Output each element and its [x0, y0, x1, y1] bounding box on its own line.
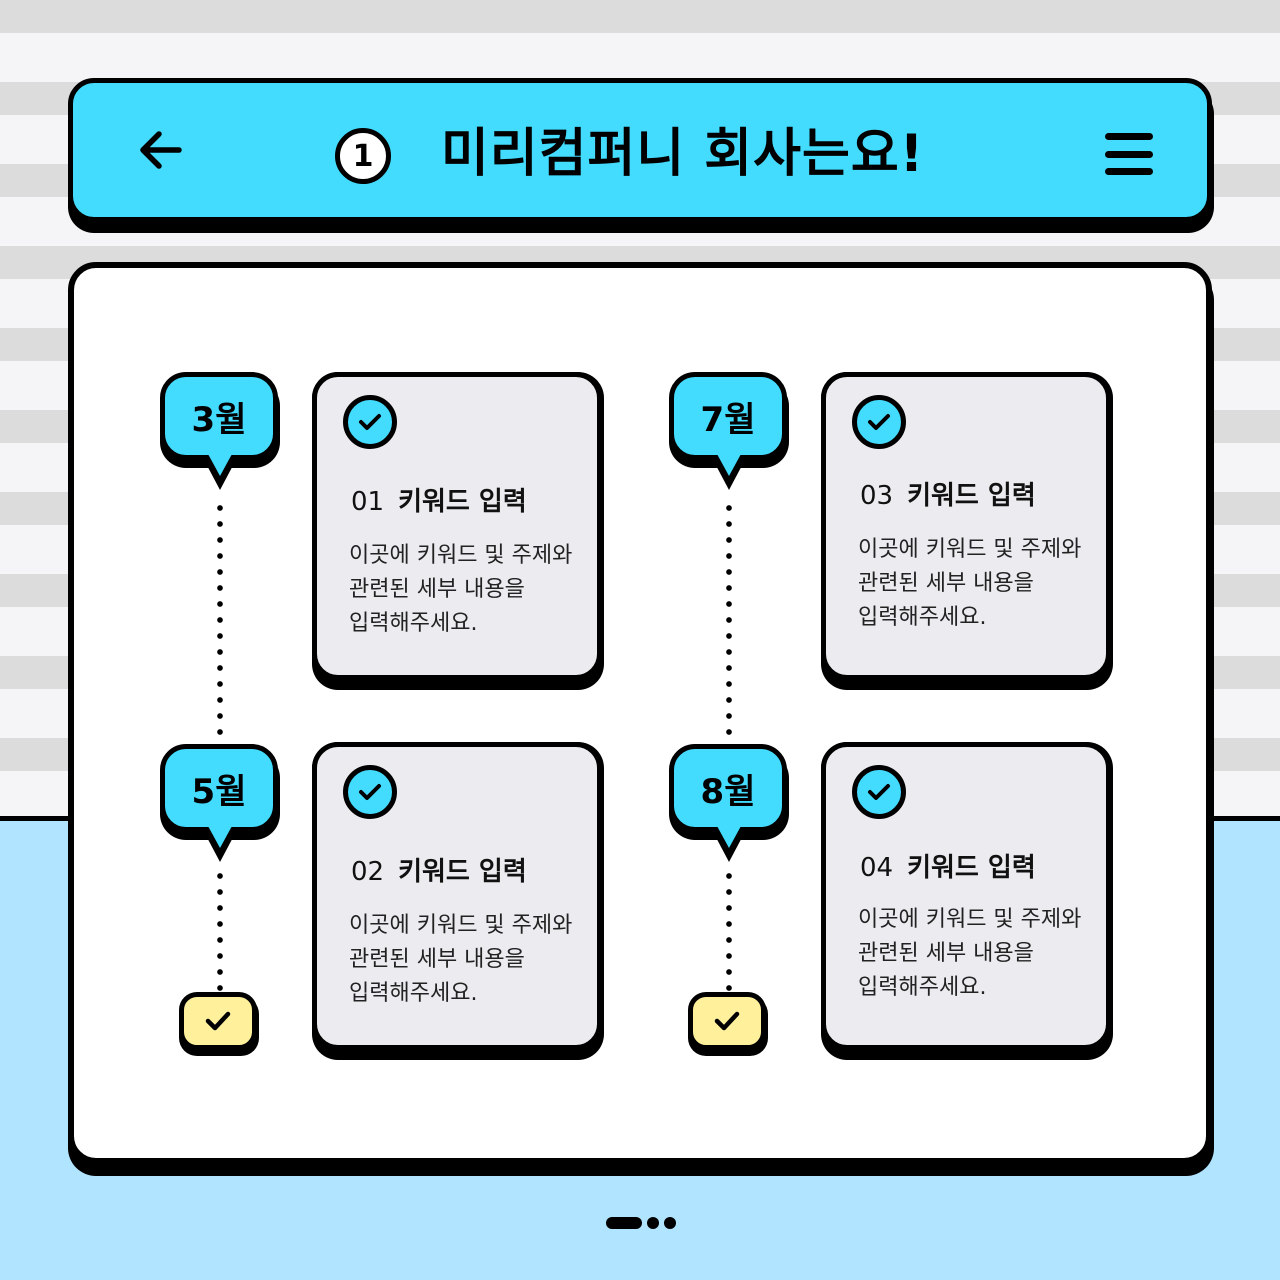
- card-number: 01: [351, 487, 385, 517]
- month-label: 3월: [160, 372, 278, 460]
- timeline-connector: [217, 500, 223, 736]
- step-number-badge: 1: [335, 128, 391, 184]
- timeline-connector: [726, 500, 732, 736]
- header-bar: 1 미리컴퍼니 회사는요!: [68, 78, 1212, 222]
- check-circle-icon: [852, 395, 906, 449]
- page-indicator-dot[interactable]: [664, 1217, 676, 1229]
- month-label: 8월: [669, 744, 787, 832]
- month-bubble-8: 8월: [669, 744, 789, 864]
- card-description: 이곳에 키워드 및 주제와 관련된 세부 내용을 입력해주세요.: [349, 913, 573, 1006]
- month-bubble-3: 3월: [160, 372, 280, 492]
- menu-button[interactable]: [1105, 133, 1153, 175]
- month-label: 7월: [669, 372, 787, 460]
- checkmark-icon: [205, 1011, 231, 1031]
- hamburger-menu-icon: [1105, 133, 1153, 140]
- timeline-connector: [217, 868, 223, 992]
- card-description: 이곳에 키워드 및 주제와 관련된 세부 내용을 입력해주세요.: [858, 907, 1082, 1000]
- check-circle-icon: [343, 395, 397, 449]
- month-bubble-7: 7월: [669, 372, 789, 492]
- timeline-end-check: [179, 992, 259, 1056]
- page-indicator-active[interactable]: [606, 1217, 642, 1229]
- arrow-left-icon: [140, 131, 182, 169]
- check-circle-icon: [343, 765, 397, 819]
- card-number: 04: [860, 853, 894, 883]
- page-title: 미리컴퍼니 회사는요!: [441, 124, 925, 184]
- pagination-indicator: [606, 1216, 676, 1230]
- checkmark-icon: [714, 1011, 740, 1031]
- timeline-end-check: [688, 992, 768, 1056]
- card-number: 02: [351, 857, 385, 887]
- check-circle-icon: [852, 765, 906, 819]
- page-indicator-dot[interactable]: [647, 1217, 659, 1229]
- card-description: 이곳에 키워드 및 주제와 관련된 세부 내용을 입력해주세요.: [858, 537, 1082, 630]
- month-label: 5월: [160, 744, 278, 832]
- back-button[interactable]: [135, 125, 185, 175]
- card-description: 이곳에 키워드 및 주제와 관련된 세부 내용을 입력해주세요.: [349, 543, 573, 636]
- timeline-connector: [726, 868, 732, 992]
- month-bubble-5: 5월: [160, 744, 280, 864]
- card-number: 03: [860, 481, 894, 511]
